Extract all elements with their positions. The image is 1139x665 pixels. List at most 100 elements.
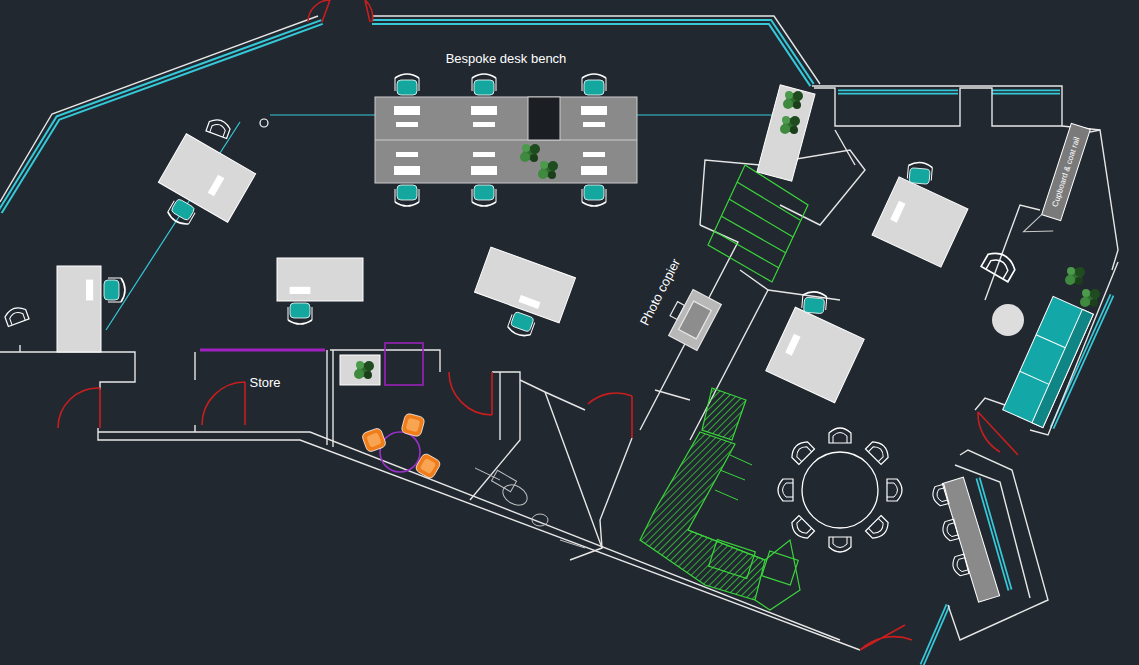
photocopier bbox=[669, 290, 722, 351]
lounge bbox=[1003, 296, 1094, 427]
desk bbox=[872, 177, 968, 267]
desk bbox=[146, 134, 256, 244]
window bbox=[922, 605, 948, 665]
desk-bench-drawing bbox=[528, 97, 560, 140]
breakout-table bbox=[361, 413, 441, 480]
counter bbox=[942, 477, 999, 602]
wall bbox=[19, 345, 20, 352]
door-swing bbox=[449, 372, 492, 415]
toilet bbox=[475, 468, 585, 548]
wall bbox=[326, 350, 327, 445]
desk-bench-drawing bbox=[394, 106, 420, 115]
counter bbox=[931, 477, 1000, 602]
meeting-table bbox=[788, 438, 814, 464]
kitchen-units bbox=[640, 432, 765, 600]
wall bbox=[520, 380, 585, 410]
desk-bench-drawing bbox=[582, 74, 606, 95]
window bbox=[372, 22, 812, 85]
desk bbox=[766, 307, 864, 403]
wall bbox=[499, 372, 500, 440]
counter bbox=[951, 554, 969, 577]
room-name: Store bbox=[249, 375, 280, 390]
desk bbox=[104, 278, 125, 302]
wall bbox=[98, 432, 840, 640]
window bbox=[838, 91, 1060, 93]
lounge bbox=[1080, 289, 1100, 307]
column bbox=[260, 119, 268, 127]
meeting-table bbox=[829, 428, 851, 443]
toilet bbox=[475, 468, 585, 548]
toilet bbox=[532, 514, 548, 526]
lounge bbox=[992, 267, 1100, 428]
desk-bench-drawing bbox=[581, 106, 607, 115]
store-partition bbox=[200, 343, 423, 385]
desk-bench-drawing bbox=[583, 122, 605, 127]
desk-bench-drawing bbox=[395, 185, 419, 206]
counter bbox=[941, 519, 959, 542]
cupboard bbox=[1023, 211, 1056, 241]
meeting-table bbox=[865, 438, 891, 464]
door-swing bbox=[978, 412, 1018, 455]
store-partition bbox=[200, 349, 325, 352]
planter bbox=[340, 355, 380, 385]
lounge bbox=[1065, 267, 1085, 285]
kitchen-units bbox=[709, 540, 756, 579]
wall bbox=[545, 392, 602, 560]
meeting-table bbox=[865, 515, 891, 541]
wall bbox=[1090, 130, 1100, 132]
window bbox=[372, 22, 812, 85]
meeting-table bbox=[829, 537, 851, 552]
breakout-table bbox=[401, 413, 425, 437]
planter bbox=[757, 85, 815, 181]
meeting-table bbox=[887, 479, 902, 501]
store-partition bbox=[385, 343, 423, 385]
meeting-table bbox=[778, 479, 793, 501]
desk-bench-drawing bbox=[375, 140, 637, 141]
node-heading: Bespoke desk bench bbox=[375, 51, 637, 66]
planter bbox=[340, 355, 380, 385]
desk-bench-drawing bbox=[582, 185, 606, 206]
meeting-table bbox=[802, 452, 878, 528]
equipment-label: Photo copier bbox=[637, 256, 684, 328]
desk bbox=[288, 303, 312, 324]
door-swing bbox=[58, 388, 100, 428]
glass-partition bbox=[270, 114, 376, 115]
desk-bench-drawing bbox=[471, 166, 497, 175]
desk bbox=[466, 247, 576, 346]
desk bbox=[518, 295, 540, 309]
wall bbox=[98, 428, 860, 650]
kitchen-units bbox=[715, 455, 752, 500]
door-swing bbox=[58, 0, 1018, 650]
desk bbox=[277, 258, 363, 301]
wall bbox=[655, 390, 690, 400]
door-swing bbox=[202, 382, 245, 425]
desk-bench-drawing bbox=[394, 166, 420, 175]
wall bbox=[194, 352, 195, 432]
desk-bench-drawing bbox=[473, 122, 495, 127]
photocopier bbox=[670, 302, 685, 320]
desk-bench: Bespoke desk bench bbox=[375, 97, 637, 183]
breakout-table bbox=[380, 432, 420, 472]
desk bbox=[506, 311, 536, 339]
wall bbox=[985, 205, 1040, 300]
breakout-table bbox=[414, 452, 441, 479]
chair bbox=[206, 117, 232, 139]
breakout-table bbox=[361, 427, 387, 453]
stairs bbox=[708, 165, 808, 282]
desk-bench-drawing bbox=[473, 152, 495, 157]
lounge bbox=[1020, 371, 1049, 384]
cupboard bbox=[1023, 120, 1090, 242]
lounge bbox=[1003, 296, 1094, 427]
glass-partition bbox=[637, 114, 780, 115]
desk-bench-drawing bbox=[472, 74, 496, 95]
planter bbox=[783, 91, 803, 109]
desk bbox=[57, 134, 979, 403]
desk bbox=[208, 175, 225, 197]
photocopier bbox=[662, 286, 722, 351]
desk bbox=[801, 291, 827, 314]
counter bbox=[942, 477, 999, 602]
toilet bbox=[499, 481, 531, 510]
stairs bbox=[708, 165, 808, 282]
